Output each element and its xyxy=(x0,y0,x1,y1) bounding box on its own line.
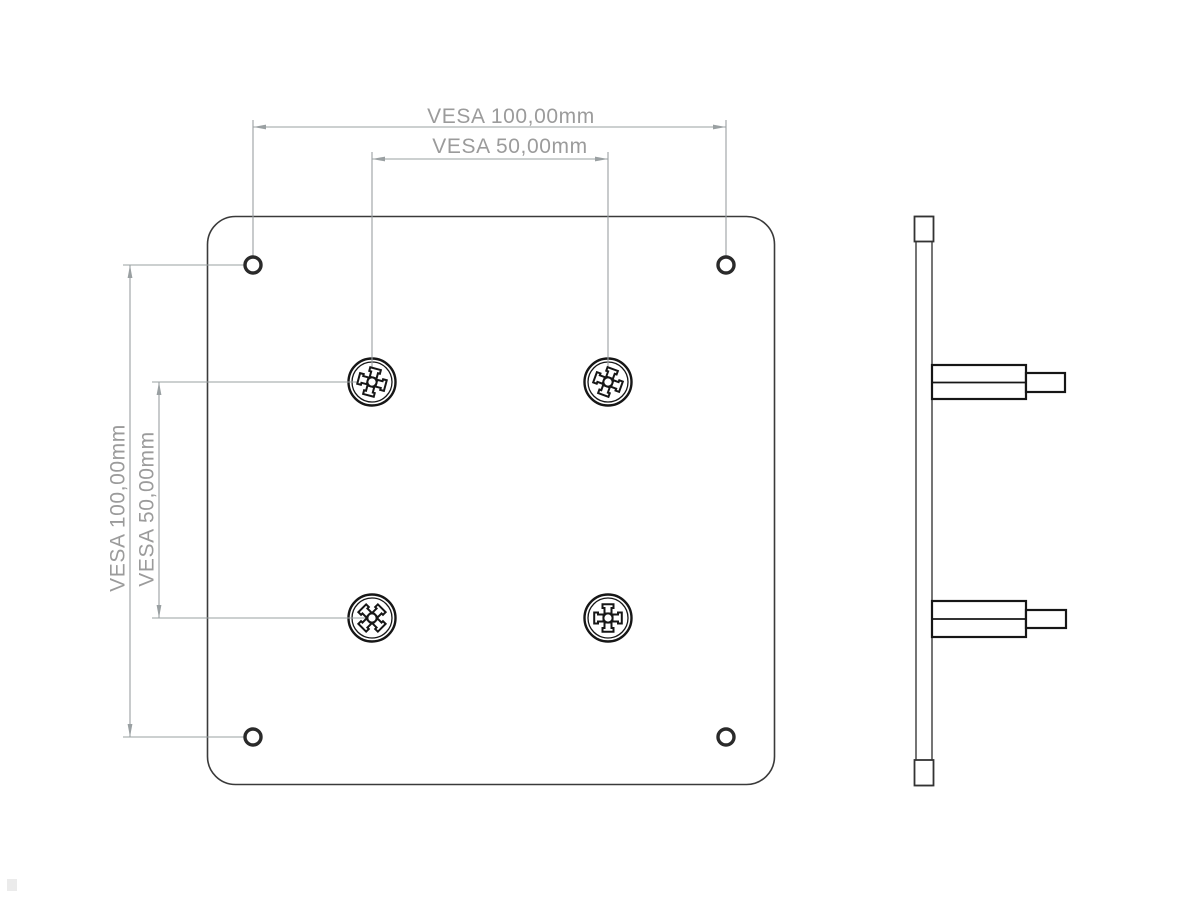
phillips-cross-top-left xyxy=(356,366,388,398)
corner-hole-bottom-left xyxy=(243,727,263,747)
cross-arm xyxy=(593,611,605,625)
corner-hole-top-left xyxy=(243,255,263,275)
cross-arm xyxy=(601,621,615,633)
side-plate-bottom-block xyxy=(913,759,935,787)
corner-hole-top-right xyxy=(716,255,736,275)
corner-hole-bottom-right xyxy=(716,727,736,747)
stud-bottom xyxy=(930,599,1068,639)
watermark-square xyxy=(7,879,17,891)
cross-arm xyxy=(371,617,388,634)
corner-holes xyxy=(243,255,736,747)
arrowhead-icon xyxy=(713,124,726,130)
phillips-cross-bottom-right xyxy=(593,603,623,633)
dimensions: VESA 100,00mm VESA 50,00mm VESA 100,00mm xyxy=(107,105,727,738)
arrowhead-icon xyxy=(253,124,266,130)
cross-arm xyxy=(609,378,625,394)
dimension-label-top-outer: VESA 100,00mm xyxy=(427,105,595,128)
cross-arm xyxy=(368,366,383,380)
front-view: VESA 100,00mm VESA 50,00mm VESA 100,00mm xyxy=(107,105,776,786)
cross-arm xyxy=(601,603,615,615)
dimension-top-outer: VESA 100,00mm xyxy=(252,105,727,265)
front-plate-outline xyxy=(206,215,776,786)
arrowhead-icon xyxy=(156,605,162,618)
stud-tip xyxy=(1024,371,1067,394)
cross-center xyxy=(602,612,614,624)
cross-arm xyxy=(356,371,370,386)
phillips-cross-top-right xyxy=(591,365,625,399)
arrowhead-icon xyxy=(127,724,133,737)
side-plate-top-block xyxy=(913,215,935,243)
dimension-left-outer: VESA 100,00mm xyxy=(107,264,253,738)
screw-cross-drives xyxy=(356,365,625,634)
cross-arm xyxy=(604,365,620,381)
stud-top xyxy=(930,363,1067,401)
cross-center xyxy=(602,376,614,388)
dimension-left-inner: VESA 50,00mm xyxy=(136,381,372,619)
cross-arm xyxy=(596,383,612,399)
cross-arm xyxy=(374,378,388,393)
cross-center xyxy=(366,612,378,624)
side-view xyxy=(913,215,1068,787)
arrowhead-icon xyxy=(595,156,608,162)
arrowhead-icon xyxy=(156,382,162,395)
dimension-label-left-inner: VESA 50,00mm xyxy=(136,431,159,586)
cross-arm xyxy=(591,370,607,386)
side-plate-body xyxy=(915,215,933,787)
stud-tip xyxy=(1024,608,1068,630)
screw-inner-ring xyxy=(587,597,629,639)
cross-arm xyxy=(611,611,623,625)
arrowhead-icon xyxy=(127,265,133,278)
dimension-top-inner: VESA 50,00mm xyxy=(371,135,609,382)
cross-arm xyxy=(361,384,376,398)
phillips-cross-bottom-left xyxy=(356,602,388,634)
dimension-label-left-outer: VESA 100,00mm xyxy=(107,424,130,592)
arrowhead-icon xyxy=(372,156,385,162)
cross-center xyxy=(366,376,378,388)
dimension-label-top-inner: VESA 50,00mm xyxy=(432,135,587,158)
